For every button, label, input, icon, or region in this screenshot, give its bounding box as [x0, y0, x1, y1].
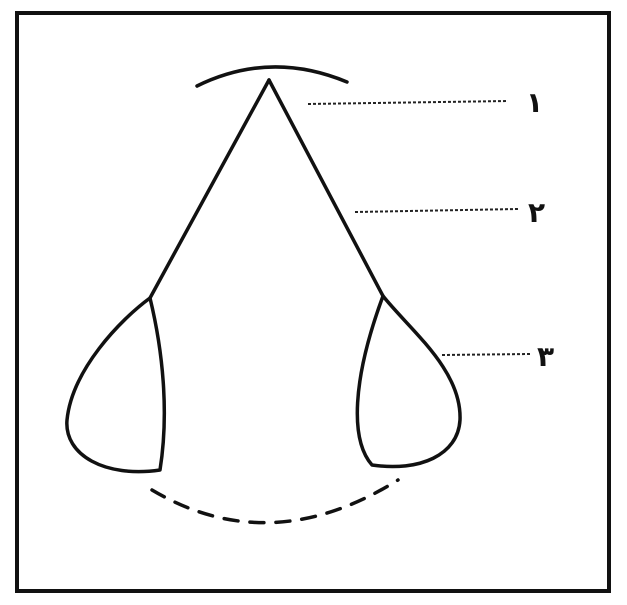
right-ala-loop	[357, 296, 460, 467]
label-2: ۲	[528, 196, 545, 229]
label-1: ۱	[526, 86, 543, 119]
right-nose-side	[269, 80, 383, 296]
left-nose-side	[150, 80, 269, 298]
leader-line-1	[308, 101, 508, 104]
diagram-frame	[17, 13, 609, 591]
label-3: ۳	[537, 340, 554, 373]
leader-line-3	[442, 354, 530, 355]
dashed-base-arc	[152, 480, 398, 523]
left-ala-loop	[67, 298, 164, 472]
leader-line-2	[355, 209, 518, 212]
